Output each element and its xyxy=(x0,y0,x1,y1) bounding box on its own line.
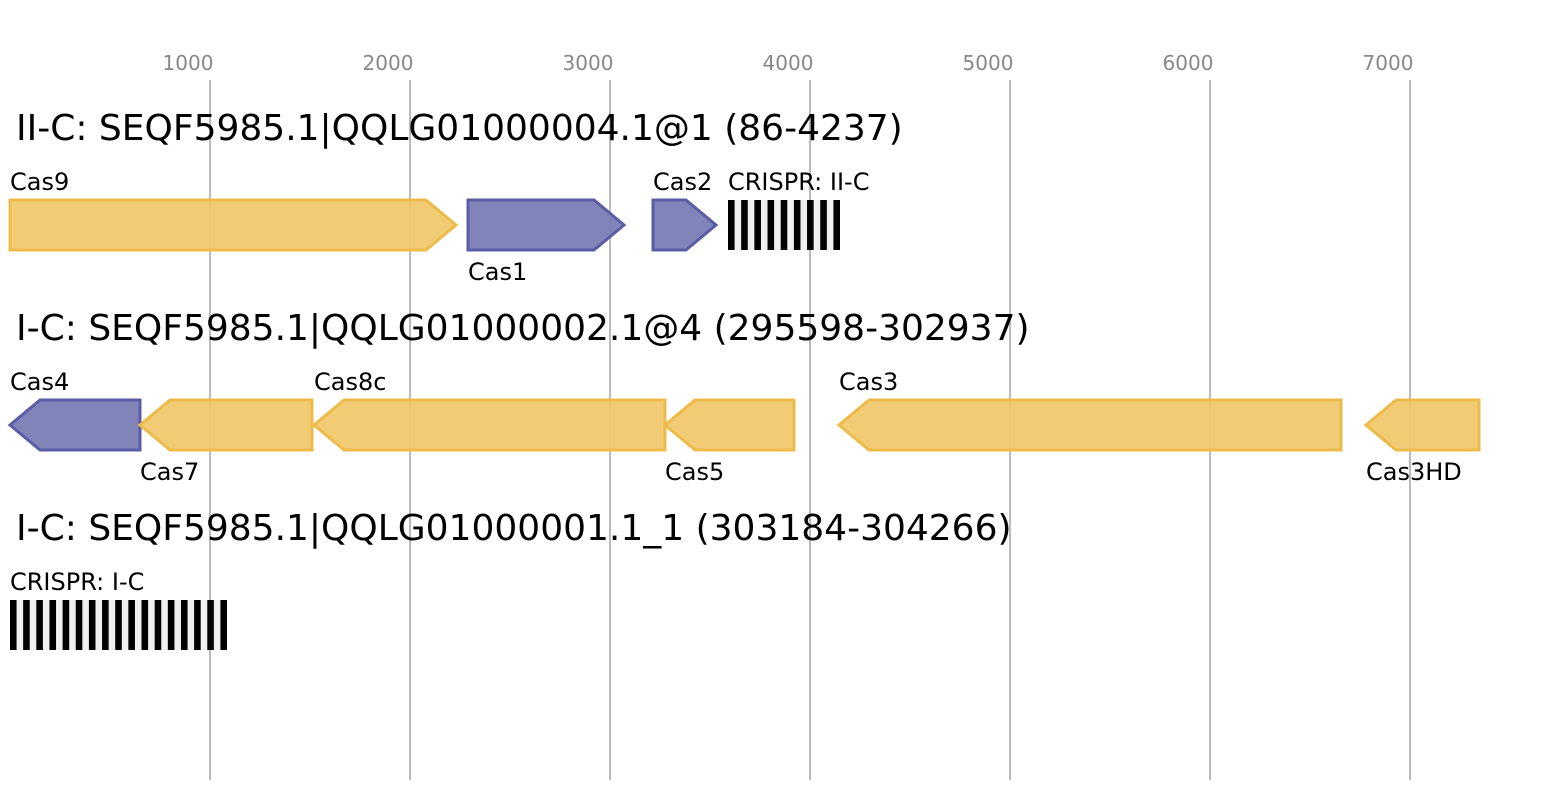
crispr-repeat xyxy=(10,600,17,650)
crispr-repeat xyxy=(741,200,748,250)
crispr-repeat xyxy=(767,200,775,250)
tick-label: 1000 xyxy=(163,51,214,75)
gene-arrow[interactable] xyxy=(1363,398,1481,452)
tick-label: 2000 xyxy=(363,51,414,75)
crispr-repeat xyxy=(820,200,827,250)
feature-crispr-i-c[interactable]: CRISPR: I-C xyxy=(10,568,227,650)
crispr-repeat xyxy=(833,200,840,250)
crispr-repeat xyxy=(728,200,735,250)
locus-row: II-C: SEQF5985.1|QQLG01000004.1@1 (86-42… xyxy=(8,108,903,286)
feature-label: Cas3HD xyxy=(1366,458,1462,486)
crispr-repeat xyxy=(62,600,70,650)
crispr-repeat xyxy=(102,600,109,650)
feature-label: CRISPR: I-C xyxy=(10,568,144,596)
locus-row: I-C: SEQF5985.1|QQLG01000002.1@4 (295598… xyxy=(7,308,1481,486)
gene-arrow[interactable] xyxy=(662,398,796,452)
feature-cas9[interactable]: Cas9 xyxy=(8,168,459,252)
gene-arrow[interactable] xyxy=(311,398,667,452)
crispr-repeat xyxy=(793,200,801,250)
crispr-repeat xyxy=(167,600,175,650)
gene-arrow[interactable] xyxy=(651,198,719,252)
feature-crispr-ii-c[interactable]: CRISPR: II-C xyxy=(728,168,869,250)
feature-label: CRISPR: II-C xyxy=(728,168,869,196)
locus-title: I-C: SEQF5985.1|QQLG01000002.1@4 (295598… xyxy=(16,308,1030,349)
crispr-repeat xyxy=(807,200,814,250)
tick-label: 6000 xyxy=(1163,51,1214,75)
axis-ticks: 1000 2000 3000 4000 5000 6000 7000 xyxy=(163,51,1414,75)
gene-arrow[interactable] xyxy=(7,398,142,452)
locus-title: II-C: SEQF5985.1|QQLG01000004.1@1 (86-42… xyxy=(16,108,903,149)
feature-label: Cas8c xyxy=(314,368,386,396)
feature-cas8c[interactable]: Cas8c xyxy=(311,368,667,452)
crispr-repeat xyxy=(128,600,135,650)
gene-arrow[interactable] xyxy=(137,398,314,452)
feature-label: Cas7 xyxy=(140,458,199,486)
crispr-repeat xyxy=(194,600,201,650)
crispr-repeat xyxy=(141,600,149,650)
feature-cas7[interactable]: Cas7 xyxy=(137,398,314,486)
loci-rows: II-C: SEQF5985.1|QQLG01000004.1@1 (86-42… xyxy=(7,108,1481,650)
locus-title: I-C: SEQF5985.1|QQLG01000001.1_1 (303184… xyxy=(16,508,1012,549)
feature-label: Cas1 xyxy=(468,258,527,286)
tick-label: 7000 xyxy=(1363,51,1414,75)
gene-arrow[interactable] xyxy=(8,198,459,252)
feature-cas1[interactable]: Cas1 xyxy=(466,198,627,286)
gene-arrow[interactable] xyxy=(466,198,627,252)
tick-label: 5000 xyxy=(963,51,1014,75)
feature-label: Cas2 xyxy=(653,168,712,196)
crispr-repeat xyxy=(780,200,788,250)
crispr-repeat xyxy=(36,600,43,650)
crispr-repeat xyxy=(23,600,30,650)
tick-label: 4000 xyxy=(763,51,814,75)
crispr-repeat xyxy=(115,600,122,650)
crispr-repeat xyxy=(220,600,227,650)
feature-label: Cas4 xyxy=(10,368,69,396)
crispr-repeat xyxy=(75,600,83,650)
crispr-repeat xyxy=(154,600,162,650)
feature-label: Cas3 xyxy=(839,368,898,396)
feature-cas4[interactable]: Cas4 xyxy=(7,368,142,452)
feature-cas3hd[interactable]: Cas3HD xyxy=(1363,398,1481,486)
feature-label: Cas9 xyxy=(10,168,69,196)
gene-arrow[interactable] xyxy=(836,398,1343,452)
crispr-repeat xyxy=(754,200,761,250)
locus-row: I-C: SEQF5985.1|QQLG01000001.1_1 (303184… xyxy=(10,508,1012,650)
feature-label: Cas5 xyxy=(665,458,724,486)
crispr-repeat xyxy=(207,600,214,650)
feature-cas3[interactable]: Cas3 xyxy=(836,368,1343,452)
crispr-repeat xyxy=(180,600,188,650)
tick-label: 3000 xyxy=(563,51,614,75)
feature-cas2[interactable]: Cas2 xyxy=(651,168,719,252)
crispr-repeat xyxy=(49,600,57,650)
feature-cas5[interactable]: Cas5 xyxy=(662,398,796,486)
crispr-repeat xyxy=(88,600,96,650)
